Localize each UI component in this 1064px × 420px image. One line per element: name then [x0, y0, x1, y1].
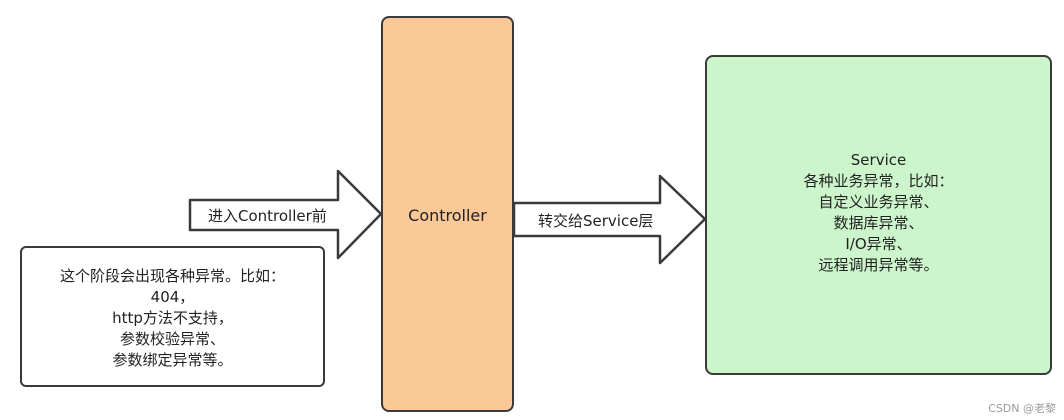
service-line: 远程调用异常等。	[818, 256, 939, 274]
note-line: http方法不支持，	[112, 309, 233, 327]
controller-label: Controller	[408, 206, 487, 225]
arrow-label-to-service: 转交给Service层	[538, 212, 654, 230]
service-line: I/O异常、	[845, 235, 912, 253]
note-line: 这个阶段会出现各种异常。比如：	[59, 267, 285, 285]
service-box: Service 各种业务异常，比如： 自定义业务异常、 数据库异常、 I/O异常…	[705, 55, 1052, 375]
service-line: 数据库异常、	[833, 214, 924, 232]
service-text: Service 各种业务异常，比如： 自定义业务异常、 数据库异常、 I/O异常…	[707, 150, 1050, 276]
note-line: 404，	[150, 288, 195, 306]
note-line: 参数校验异常、	[119, 330, 225, 348]
exception-note-box: 这个阶段会出现各种异常。比如： 404， http方法不支持， 参数校验异常、 …	[20, 246, 325, 387]
arrow-to-service	[512, 174, 707, 265]
watermark: CSDN @老黎	[988, 402, 1056, 415]
note-text: 这个阶段会出现各种异常。比如： 404， http方法不支持， 参数校验异常、 …	[22, 266, 323, 371]
arrow-label-into-controller: 进入Controller前	[208, 207, 327, 225]
note-line: 参数绑定异常等。	[112, 351, 233, 369]
service-line: 各种业务异常，比如：	[803, 172, 954, 190]
service-line: Service	[850, 151, 907, 169]
controller-box: Controller	[381, 16, 514, 412]
arrow-into-controller	[188, 169, 383, 260]
service-line: 自定义业务异常、	[818, 193, 939, 211]
